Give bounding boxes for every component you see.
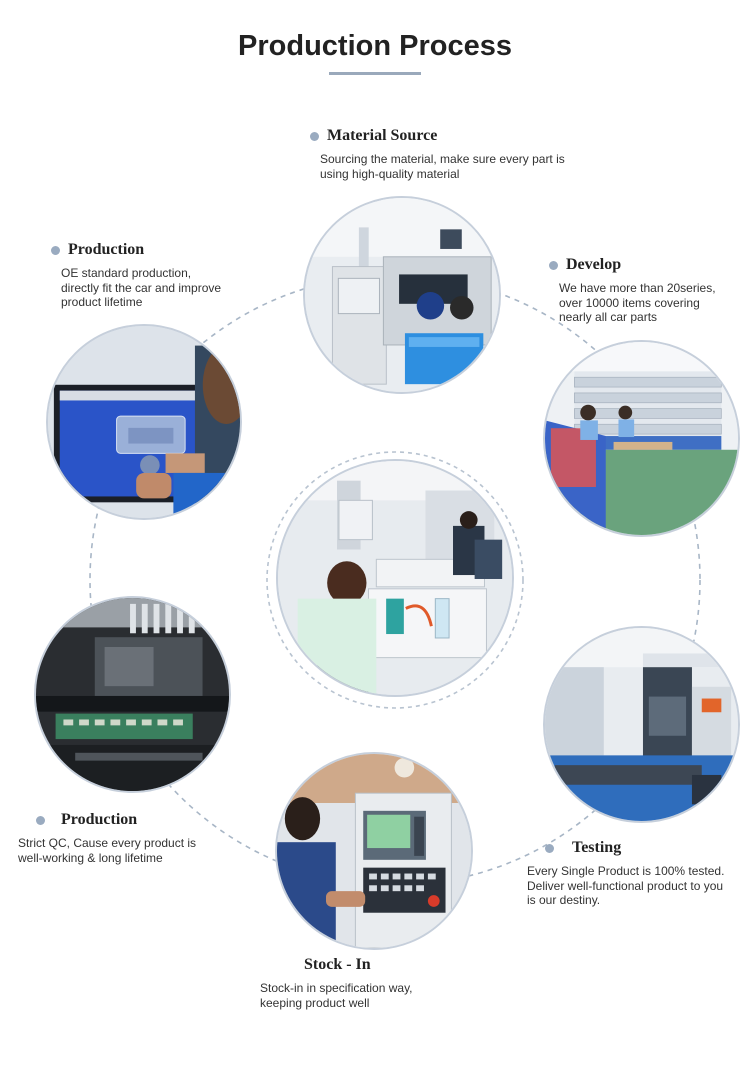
stock-in-cnc-photo — [275, 752, 473, 950]
bullet-icon — [310, 131, 319, 141]
title-underline — [329, 72, 421, 75]
step-title: Develop — [566, 256, 622, 273]
production-qc-photo — [34, 596, 231, 793]
bullet-icon — [36, 815, 45, 825]
testing-machine-photo — [543, 626, 740, 823]
step-develop: Develop We have more than 20series, over… — [549, 256, 716, 325]
step-description: Sourcing the material, make sure every p… — [320, 152, 565, 181]
step-description: OE standard production, directly fit the… — [61, 266, 222, 309]
step-description: We have more than 20series, over 10000 i… — [559, 281, 716, 324]
bullet-icon — [545, 843, 554, 853]
material-source-photo — [303, 196, 501, 394]
step-description: Every Single Product is 100% tested. Del… — [527, 864, 725, 907]
step-production-oe: Production OE standard production, direc… — [51, 241, 221, 310]
step-testing: Testing Every Single Product is 100% tes… — [527, 839, 724, 908]
step-title: Testing — [572, 839, 622, 856]
step-production-qc: Production Strict QC, Cause every produc… — [18, 811, 196, 865]
production-design-photo — [46, 324, 242, 520]
bullet-icon — [51, 245, 60, 255]
step-title: Production — [68, 241, 145, 258]
step-stock-in: Stock - In Stock-in in specification way… — [260, 956, 413, 1010]
step-title: Material Source — [327, 127, 438, 144]
step-title: Production — [61, 811, 138, 828]
assembly-line-photo — [276, 459, 514, 697]
page-title: Production Process — [238, 30, 512, 62]
step-description: Stock-in in specification way, keeping p… — [260, 981, 413, 1010]
step-material-source: Material Source Sourcing the material, m… — [310, 127, 565, 181]
develop-warehouse-photo — [543, 340, 740, 537]
step-description: Strict QC, Cause every product is well-w… — [18, 836, 197, 865]
step-title: Stock - In — [304, 956, 371, 973]
bullet-icon — [549, 260, 558, 270]
